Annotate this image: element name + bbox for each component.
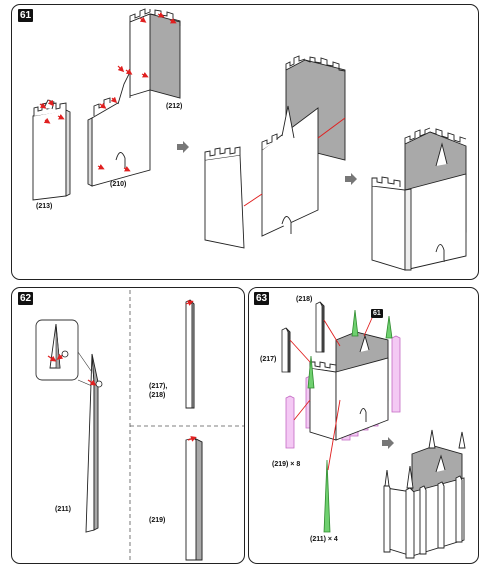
part-213-wall	[32, 99, 71, 201]
zoom-inset	[35, 319, 97, 387]
magnifier-circle-icon	[61, 350, 69, 358]
label-p63-219x8: (219) × 8	[272, 461, 301, 468]
label-part-217: (217),	[149, 383, 168, 390]
step-number-61: 61	[18, 9, 34, 22]
green-spires-211	[307, 309, 393, 533]
label-part-212: (212)	[166, 103, 183, 110]
next-step-arrow-3	[382, 437, 394, 449]
label-part-211: (211)	[55, 506, 71, 513]
label-p63-218: (218)	[296, 296, 313, 303]
step-number-62: 62	[18, 292, 34, 305]
part-217-piece	[281, 327, 291, 373]
red-alignment-lines-mid	[243, 117, 346, 207]
part-212-grey-wall	[129, 8, 181, 101]
label-part-219: (219)	[149, 517, 166, 524]
part-217-218-strip	[185, 299, 195, 409]
reference-step-61: 61	[371, 309, 383, 318]
part-219-strip	[185, 436, 203, 561]
label-part-210: (210)	[110, 181, 127, 188]
magnifier-circle-icon	[95, 380, 103, 388]
red-glue-marks-213	[39, 99, 65, 124]
part-218-piece	[315, 301, 325, 353]
label-part-213: (213)	[36, 203, 53, 210]
part-211-spire	[85, 353, 103, 533]
next-step-arrow-1	[177, 141, 189, 153]
assembly-partial	[204, 55, 346, 249]
label-p63-217: (217)	[260, 356, 277, 363]
assembly-complete	[371, 127, 467, 271]
part-210-arched-wall	[87, 71, 151, 187]
tower-body-63	[309, 331, 389, 441]
step-number-63: 63	[254, 292, 270, 305]
red-leader-lines-63	[289, 317, 373, 471]
label-part-218: (218)	[149, 392, 166, 399]
next-step-arrow-2	[345, 173, 357, 185]
red-glue-marks-210	[97, 11, 177, 172]
label-p63-211x4: (211) × 4	[310, 536, 338, 543]
finished-tower-63	[383, 429, 466, 559]
